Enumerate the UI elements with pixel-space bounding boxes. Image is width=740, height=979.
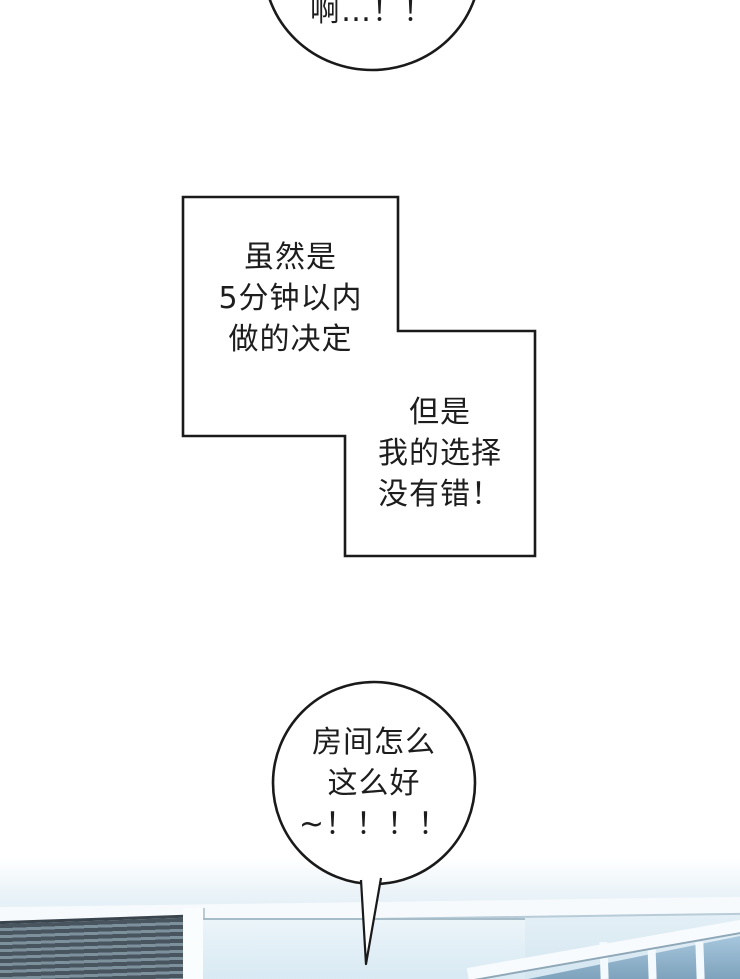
thought-box-left-text: 虽然是 5分钟以内 做的决定	[183, 237, 398, 360]
window-blinds	[0, 914, 188, 979]
window-mullion	[695, 941, 705, 979]
box-right-line-3: 没有错！	[378, 477, 502, 512]
bubble-bottom-line-2: 这么好	[327, 766, 421, 801]
box-right-line-2: 我的选择	[378, 436, 502, 471]
box-left-line-1: 虽然是	[244, 240, 337, 275]
white-pillar	[183, 908, 203, 979]
background-scene	[0, 858, 740, 979]
box-right-line-1: 但是	[409, 395, 471, 430]
speech-bubble-top-text: 啊…！！	[264, 0, 480, 31]
speech-bubble-bottom-text: 房间怎么 这么好 ~！！！！	[272, 722, 476, 845]
box-left-line-3: 做的决定	[228, 322, 353, 357]
thought-box-right-text: 但是 我的选择 没有错！	[345, 392, 535, 515]
bubble-top-line: 啊…！！	[310, 0, 434, 29]
bubble-bottom-line-1: 房间怎么	[312, 725, 436, 760]
box-left-line-2: 5分钟以内	[218, 281, 363, 316]
bubble-bottom-line-3: ~！！！！	[298, 807, 450, 842]
